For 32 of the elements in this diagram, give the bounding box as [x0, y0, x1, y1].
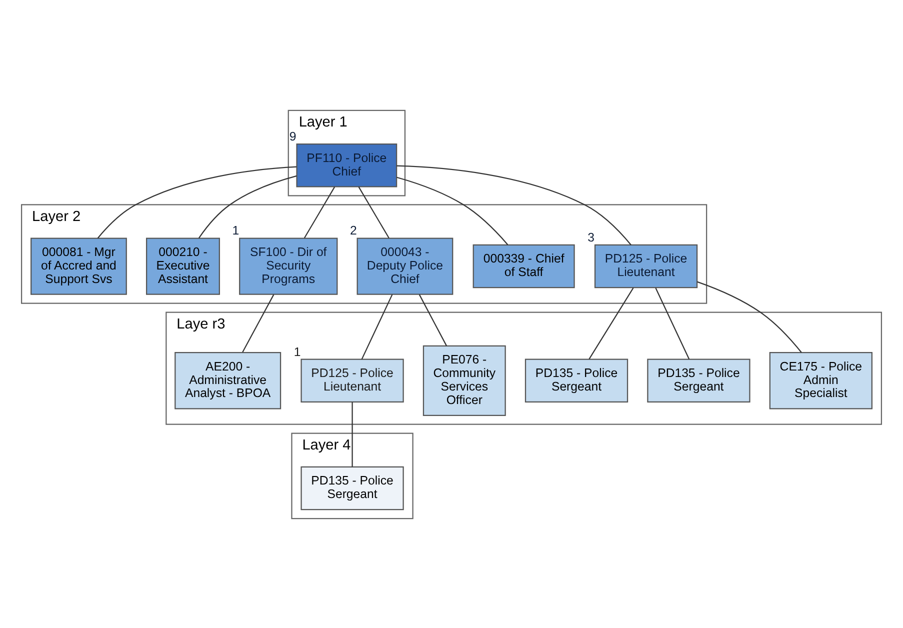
connector: [396, 164, 632, 245]
connector: [304, 186, 336, 238]
node-box: 000210 - Executive Assistant: [146, 237, 220, 294]
connector: [352, 402, 353, 466]
node-box: PD135 - Police Sergeant: [647, 358, 750, 402]
connector: [358, 186, 390, 238]
connector: [242, 294, 274, 352]
node-box: PD135 - Police Sergeant: [524, 358, 628, 402]
connector: [97, 166, 297, 238]
connector: [198, 174, 297, 238]
node-box: PD125 - Police Lieutenant: [300, 358, 404, 402]
node-box: 000339 - Chief of Staff: [472, 244, 575, 288]
connector: [655, 287, 690, 359]
node-box: 000081 - Mgr of Accred and Support Svs: [30, 237, 127, 294]
connector: [418, 294, 448, 346]
node-box: PE076 - Community Services Officer: [422, 344, 506, 416]
node-box: CE175 - Police Admin Specialist: [769, 352, 872, 409]
connector: [588, 287, 634, 359]
node-box: PF110 - Police Chief: [296, 143, 398, 187]
node-box: PD135 - Police Sergeant: [300, 466, 404, 510]
node-label: 1: [232, 223, 240, 238]
node-label: 3: [588, 230, 595, 244]
connector: [396, 176, 508, 245]
node-box: PD125 - Police Lieutenant: [594, 244, 698, 288]
node-label: 2: [350, 223, 357, 238]
node-label: 1: [294, 344, 301, 358]
node-box: 000043 - Deputy Police Chief: [356, 237, 454, 294]
connector: [697, 280, 802, 352]
connector: [361, 294, 393, 360]
node-label: 9: [289, 129, 296, 143]
node-box: SF100 - Dir of Security Programs: [239, 237, 338, 294]
node-box: AE200 - Administrative Analyst - BPOA: [174, 352, 282, 409]
